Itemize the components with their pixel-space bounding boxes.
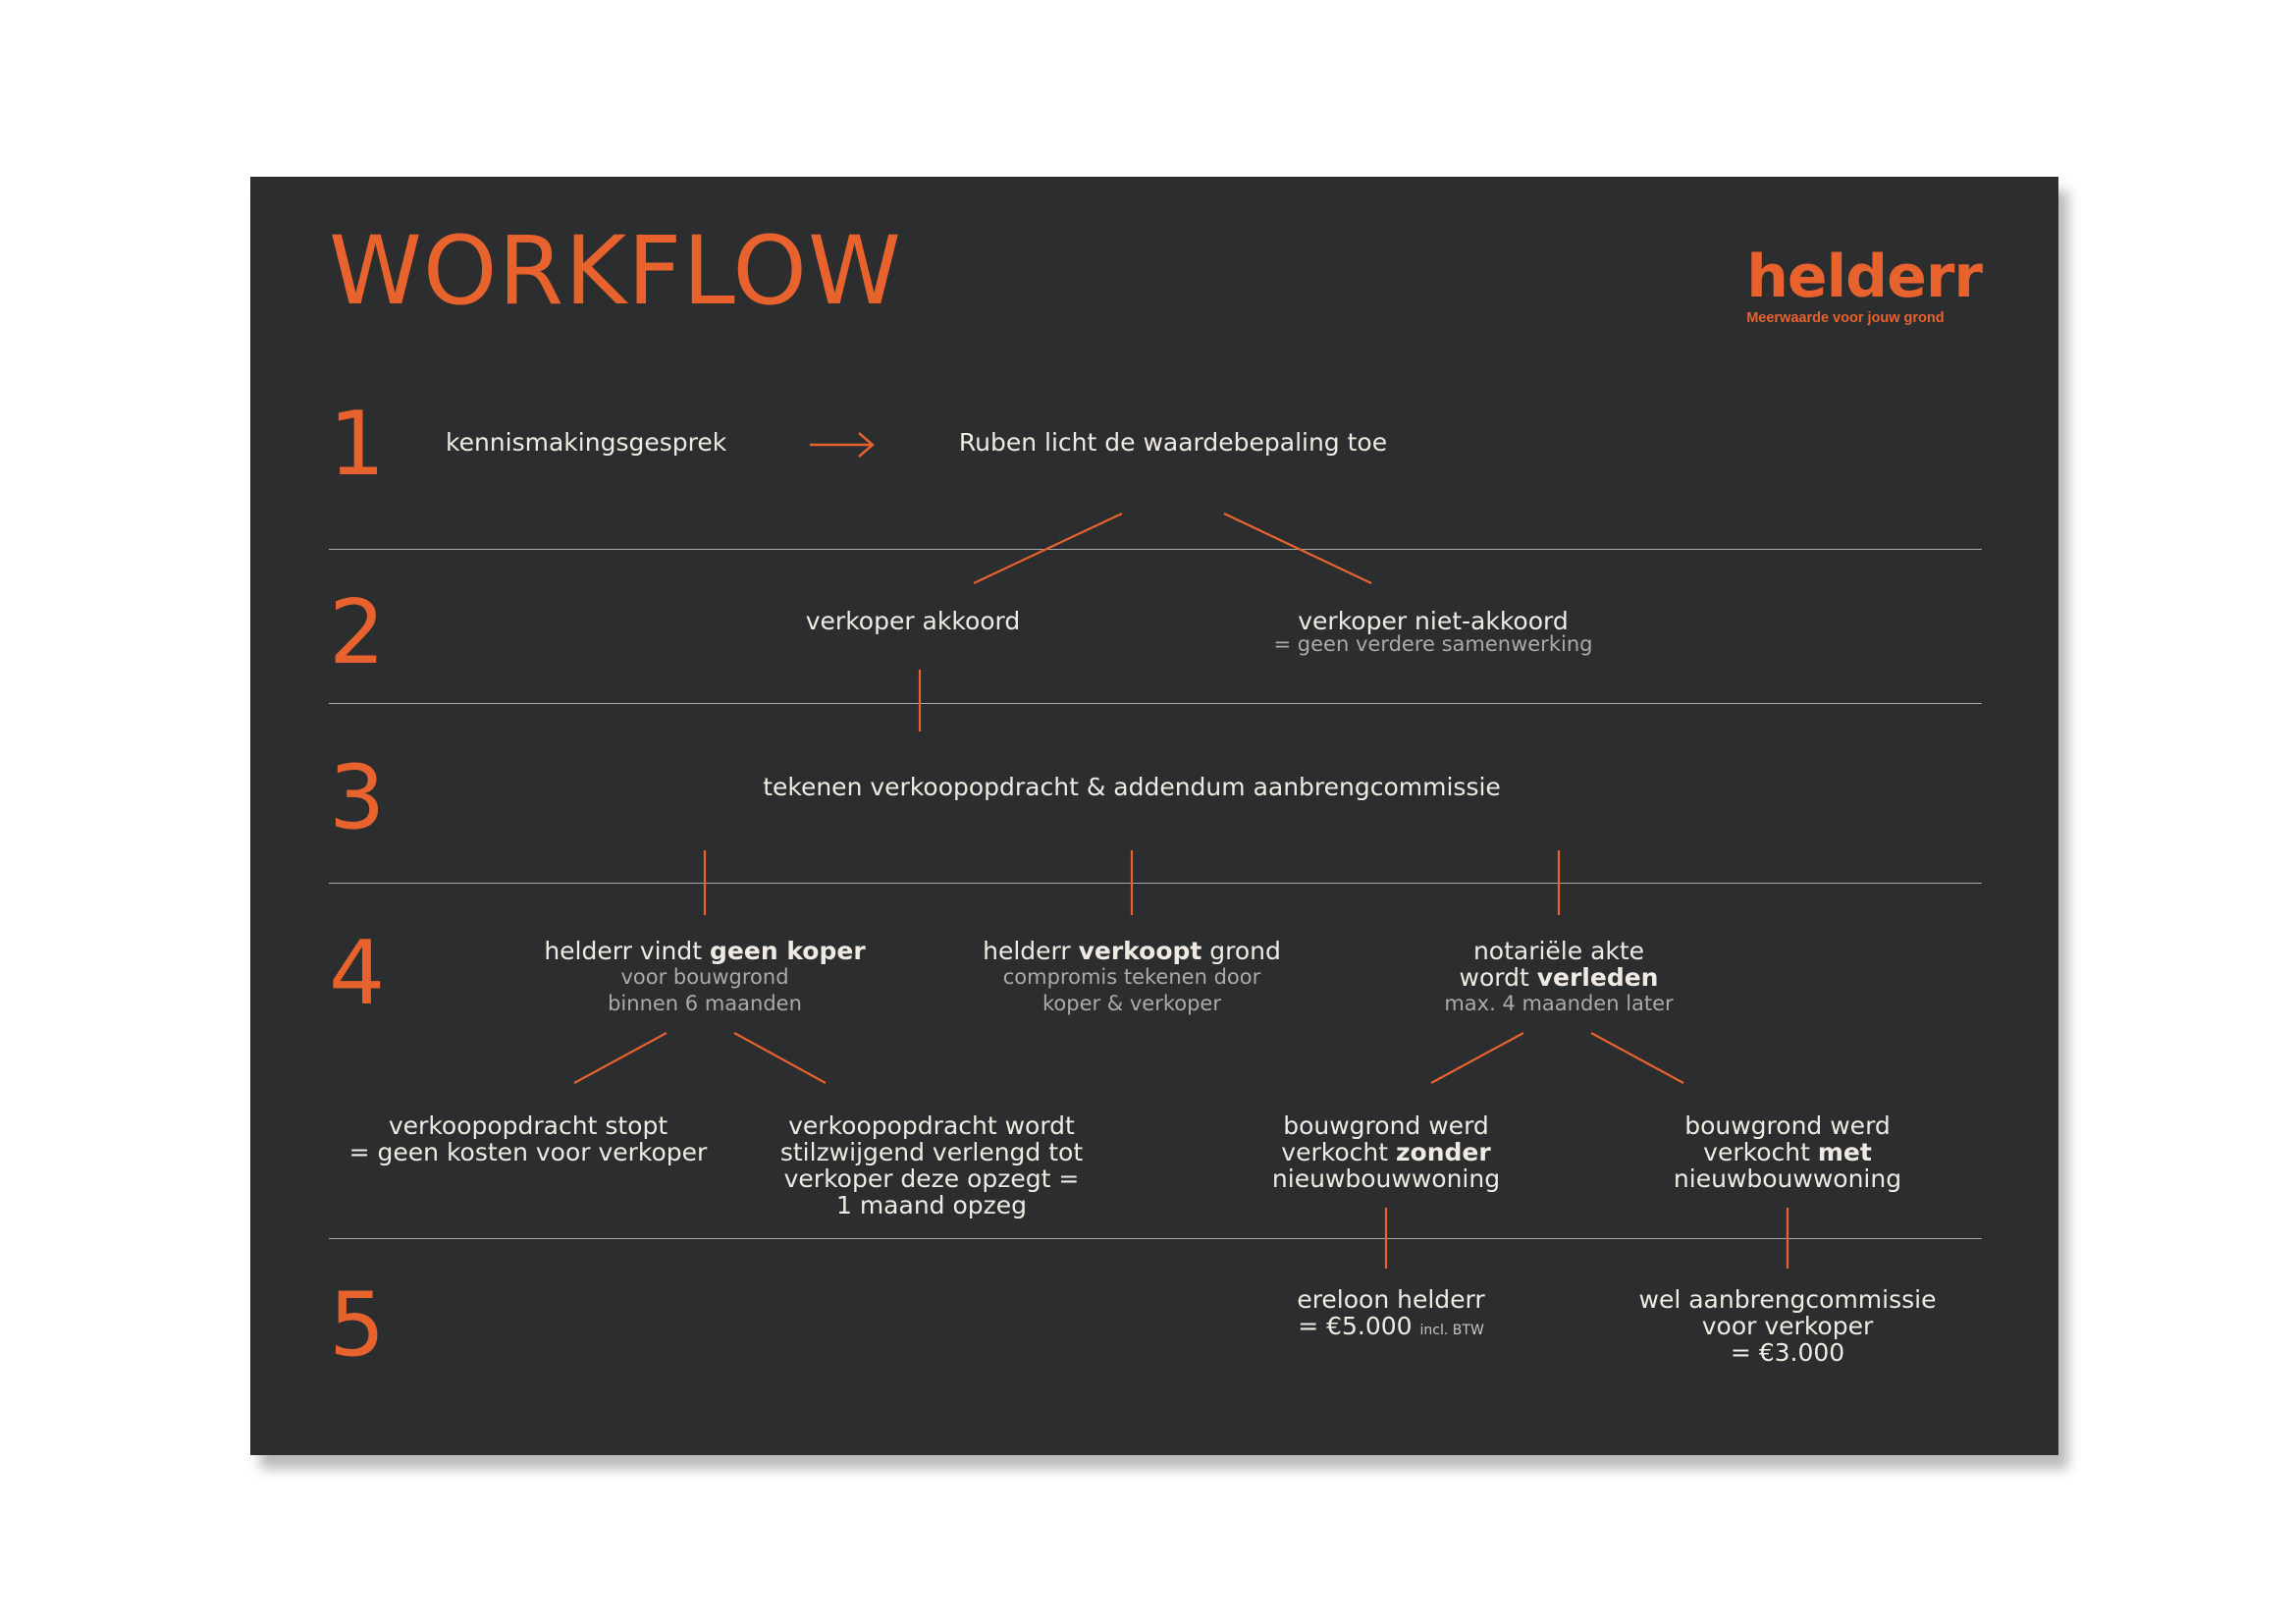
extend-line2: stilzwijgend verlengd tot — [779, 1138, 1084, 1166]
stop-line2: = geen kosten voor verkoper — [348, 1138, 708, 1166]
without-line1: bouwgrond werd — [1283, 1111, 1489, 1140]
step4-without-house: bouwgrond werd verkocht zonder nieuwbouw… — [1272, 1112, 1500, 1192]
sells-post: grond — [1201, 937, 1281, 965]
connector-deed-with — [1590, 1032, 1684, 1084]
extend-line4: 1 maand opzeg — [835, 1191, 1028, 1219]
without-line3: nieuwbouwwoning — [1271, 1164, 1501, 1193]
no-buyer-line2: voor bouwgrond — [620, 965, 789, 989]
step4-with-house: bouwgrond werd verkocht met nieuwbouwwon… — [1674, 1112, 1901, 1192]
without-bold2: zonder — [1395, 1138, 1491, 1166]
fee-amount: = €5.000 — [1298, 1312, 1413, 1340]
connector-nobuyer-extend — [733, 1032, 827, 1084]
deed-pre2: wordt — [1459, 963, 1537, 992]
workflow-card: WORKFLOW helderr Meerwaarde voor jouw gr… — [250, 177, 2058, 1455]
step-number-3: 3 — [329, 746, 386, 849]
with-line1: bouwgrond werd — [1684, 1111, 1891, 1140]
step-number-5: 5 — [329, 1273, 386, 1377]
step2-disagree: verkoper niet-akkoord = geen verdere sam… — [1273, 607, 1593, 656]
deed-line3: max. 4 maanden later — [1444, 992, 1674, 1015]
extend-line3: verkoper deze opzegt = — [783, 1164, 1080, 1193]
without-pre2: verkocht — [1281, 1138, 1396, 1166]
connector-nobuyer-stop — [573, 1032, 667, 1084]
commission-amount: = €3.000 — [1730, 1338, 1845, 1367]
step-number-4: 4 — [329, 922, 386, 1025]
page-title: WORKFLOW — [329, 216, 902, 326]
sells-bold: verkoopt — [1078, 937, 1202, 965]
arrow-right-icon — [810, 432, 875, 458]
step3-sign: tekenen verkoopopdracht & addendum aanbr… — [763, 773, 1501, 801]
stop-line1: verkoopopdracht stopt — [388, 1111, 668, 1140]
with-line3: nieuwbouwwoning — [1673, 1164, 1902, 1193]
sells-pre: helderr — [983, 937, 1079, 965]
row-divider-3 — [329, 883, 1982, 884]
step2-disagree-label: verkoper niet-akkoord — [1298, 607, 1569, 635]
deed-line1: notariële akte — [1472, 937, 1645, 965]
fee-vat-note: incl. BTW — [1419, 1323, 1484, 1338]
step4-sells: helderr verkoopt grond compromis tekenen… — [983, 938, 1281, 1017]
step4-deed: notariële akte wordt verleden max. 4 maa… — [1444, 938, 1673, 1017]
step1-intro-meeting: kennismakingsgesprek — [446, 428, 727, 457]
logo-tagline: Meerwaarde voor jouw grond — [1746, 310, 1945, 326]
row-divider-4 — [329, 1238, 1982, 1239]
connector-valuation-agree — [973, 513, 1123, 584]
step4-stop: verkoopopdracht stopt = geen kosten voor… — [349, 1112, 708, 1165]
step1-valuation: Ruben licht de waardebepaling toe — [958, 428, 1388, 457]
fee-line1: ereloon helderr — [1297, 1285, 1485, 1314]
step-number-1: 1 — [329, 393, 386, 496]
step4-extend: verkoopopdracht wordt stilzwijgend verle… — [780, 1112, 1083, 1218]
sells-line2: compromis tekenen door — [1002, 965, 1261, 989]
connector-valuation-disagree — [1223, 513, 1372, 584]
with-pre2: verkocht — [1703, 1138, 1818, 1166]
row-divider-1 — [329, 549, 1982, 550]
flow-connectors — [573, 513, 1789, 1269]
step2-agree: verkoper akkoord — [805, 607, 1021, 635]
step5-fee: ereloon helderr = €5.000 incl. BTW — [1297, 1286, 1484, 1344]
no-buyer-line3: binnen 6 maanden — [608, 992, 802, 1015]
with-bold2: met — [1817, 1138, 1872, 1166]
commission-line2: voor verkoper — [1701, 1312, 1874, 1340]
sells-line3: koper & verkoper — [1041, 992, 1221, 1015]
no-buyer-pre: helderr vindt — [544, 937, 711, 965]
commission-line1: wel aanbrengcommissie — [1638, 1285, 1937, 1314]
step-number-2: 2 — [329, 581, 386, 684]
step2-disagree-note: = geen verdere samenwerking — [1273, 632, 1593, 656]
deed-bold2: verleden — [1536, 963, 1659, 992]
extend-line1: verkoopopdracht wordt — [788, 1111, 1075, 1140]
connector-deed-without — [1430, 1032, 1524, 1084]
row-divider-2 — [329, 703, 1982, 704]
helderr-logo: helderr Meerwaarde voor jouw grond — [1746, 243, 1983, 326]
no-buyer-bold: geen koper — [710, 937, 866, 965]
step4-no-buyer: helderr vindt geen koper voor bouwgrond … — [544, 938, 865, 1017]
step5-commission: wel aanbrengcommissie voor verkoper = €3… — [1639, 1286, 1937, 1366]
logo-wordmark: helderr — [1746, 243, 1983, 311]
